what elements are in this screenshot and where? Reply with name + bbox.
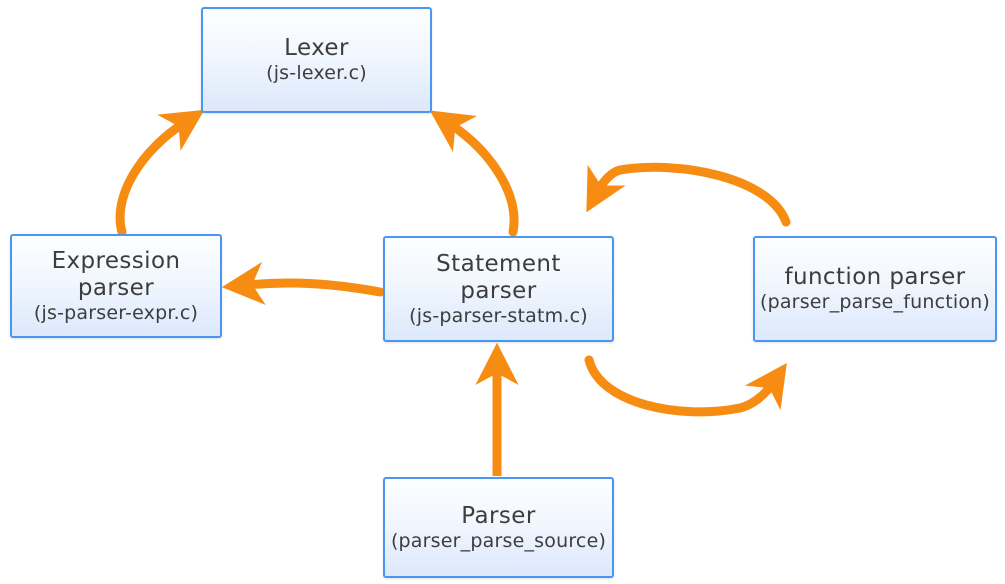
- node-lexer[interactable]: Lexer (js-lexer.c): [201, 7, 432, 113]
- node-lexer-title: Lexer: [284, 35, 349, 62]
- edge-statement-to-function: [584, 355, 787, 417]
- node-parser-subtitle: (parser_parse_source): [390, 529, 607, 552]
- node-statement-parser-subtitle: (js-parser-statm.c): [409, 304, 588, 327]
- edge-expression-to-lexer: [115, 109, 205, 237]
- edge-statement-to-lexer: [429, 110, 519, 237]
- node-function-parser-subtitle: (parser_parse_function): [759, 291, 991, 314]
- node-expression-parser[interactable]: Expression parser (js-parser-expr.c): [10, 234, 222, 338]
- edge-function-to-statement: [586, 162, 791, 227]
- node-expression-parser-title-line2: parser: [77, 274, 155, 301]
- node-lexer-subtitle: (js-lexer.c): [266, 62, 367, 85]
- node-expression-parser-title-line1: Expression: [51, 247, 181, 274]
- node-statement-parser-title-line1: Statement: [436, 250, 561, 277]
- node-function-parser-title: function parser: [784, 264, 966, 291]
- node-expression-parser-subtitle: (js-parser-expr.c): [33, 301, 199, 324]
- node-statement-parser[interactable]: Statement parser (js-parser-statm.c): [383, 236, 614, 342]
- edge-statement-to-expression: [221, 261, 385, 305]
- node-parser-title: Parser: [461, 502, 536, 529]
- node-parser[interactable]: Parser (parser_parse_source): [383, 477, 614, 578]
- node-function-parser[interactable]: function parser (parser_parse_function): [753, 236, 997, 342]
- node-statement-parser-title-line2: parser: [460, 277, 537, 304]
